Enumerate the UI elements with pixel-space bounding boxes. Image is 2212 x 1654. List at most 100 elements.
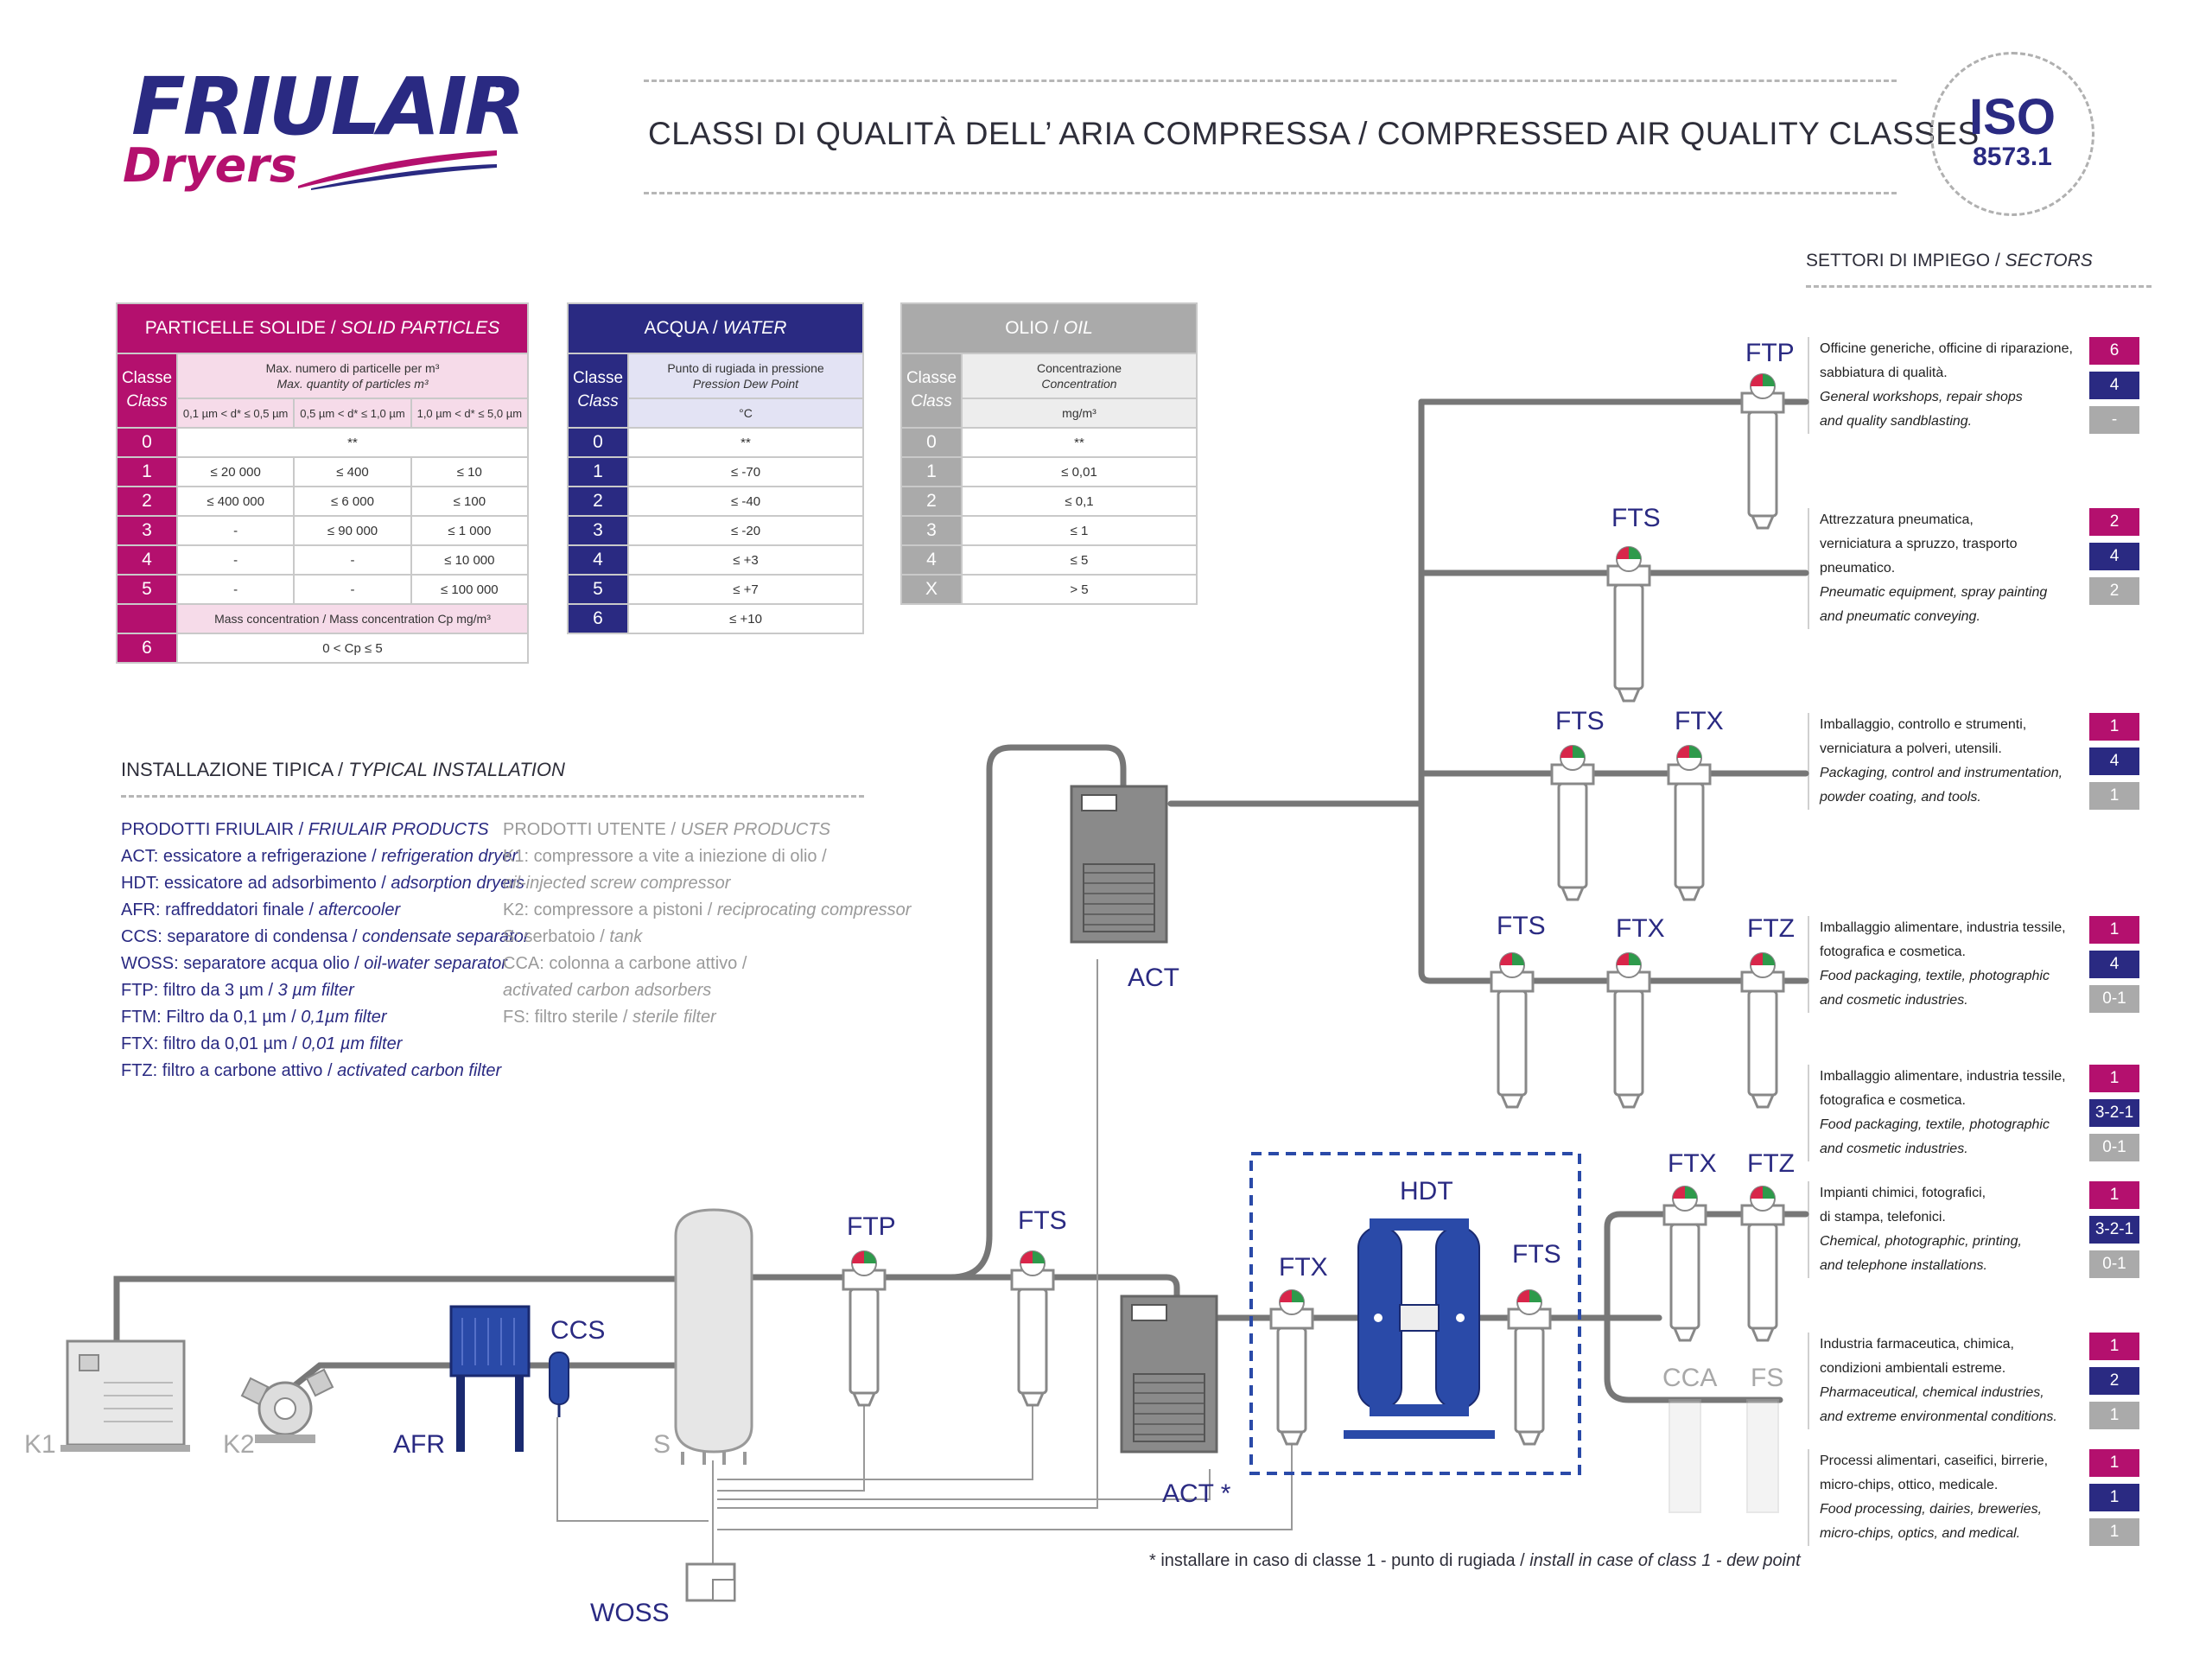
label-hdt: HDT bbox=[1400, 1177, 1453, 1206]
list-item: S: serbatoio / tank bbox=[503, 927, 643, 946]
ftz-filter-icon bbox=[1740, 1185, 1785, 1342]
table-row: 3≤ -20 bbox=[567, 515, 864, 546]
oil-class-badge: 0-1 bbox=[2089, 985, 2139, 1013]
logo-subtitle: Dryers bbox=[123, 138, 298, 193]
label-ftx: FTX bbox=[1668, 1149, 1717, 1178]
act-dryer-icon bbox=[1070, 785, 1168, 944]
list-item: CCA: colonna a carbone attivo / bbox=[503, 954, 747, 973]
label-ftp: FTP bbox=[847, 1212, 896, 1241]
table-row: X> 5 bbox=[900, 574, 1198, 605]
water-class-badge: 1 bbox=[2089, 1484, 2139, 1511]
ccs-separator-icon bbox=[549, 1352, 569, 1417]
list-item: K1: compressore a vite a iniezione di ol… bbox=[503, 847, 827, 866]
mass-concentration-label: Mass concentration / Mass concentration … bbox=[176, 603, 529, 634]
iso-badge-title: ISO bbox=[1969, 89, 2056, 145]
act-star-dryer-icon bbox=[1120, 1295, 1218, 1454]
label-ftx: FTX bbox=[1675, 707, 1724, 735]
legend-heading: PRODOTTI UTENTE / USER PRODUCTS bbox=[503, 820, 830, 839]
table-row: 5≤ +7 bbox=[567, 574, 864, 605]
table-row: 2≤ 0,1 bbox=[900, 486, 1198, 517]
ftx-filter-icon bbox=[1667, 744, 1712, 901]
list-item: AFR: raffreddatori finale / aftercooler bbox=[121, 900, 401, 919]
table-header: ACQUA / WATER bbox=[567, 302, 864, 354]
sector-item: Imballaggio alimentare, industria tessil… bbox=[1808, 916, 2093, 1013]
cca-adsorber-icon bbox=[1669, 1399, 1701, 1513]
list-item: ACT: essicatore a refrigerazione / refri… bbox=[121, 847, 518, 866]
oil-class-badge: 1 bbox=[2089, 1518, 2139, 1546]
iso-badge: ISO 8573.1 bbox=[1930, 52, 2094, 216]
label-afr: AFR bbox=[393, 1430, 445, 1459]
unit-celsius: °C bbox=[627, 398, 864, 429]
particles-class-badge: 1 bbox=[2089, 1333, 2139, 1360]
friulair-products-legend: PRODOTTI FRIULAIR / FRIULAIR PRODUCTS AC… bbox=[121, 817, 530, 1085]
table-row: 2 ≤ 400 000≤ 6 000≤ 100 bbox=[116, 486, 530, 517]
table-header: PARTICELLE SOLIDE / SOLID PARTICLES bbox=[116, 302, 529, 354]
particles-class-badge: 1 bbox=[2089, 1449, 2139, 1477]
list-item: K2: compressore a pistoni / reciprocatin… bbox=[503, 900, 912, 919]
table-solid-particles: PARTICELLE SOLIDE / SOLID PARTICLES Clas… bbox=[116, 302, 530, 664]
logo-swoosh-icon bbox=[298, 150, 497, 190]
woss-separator-icon bbox=[685, 1562, 736, 1602]
table-row: 6 0 < Cp ≤ 5 bbox=[116, 633, 529, 664]
ftx-filter-icon bbox=[1606, 951, 1651, 1109]
water-class-badge: 2 bbox=[2089, 1367, 2139, 1395]
table-row: 0** bbox=[567, 427, 864, 458]
water-class-badge: 4 bbox=[2089, 372, 2139, 399]
label-ftx: FTX bbox=[1279, 1253, 1328, 1282]
list-item: FS: filtro sterile / sterile filter bbox=[503, 1008, 716, 1027]
legend-heading: PRODOTTI FRIULAIR / FRIULAIR PRODUCTS bbox=[121, 820, 489, 839]
footnote: * installare in caso di classe 1 - punto… bbox=[1149, 1551, 1801, 1570]
list-item: oil-injected screw compressor bbox=[503, 874, 731, 893]
particles-class-badge: 6 bbox=[2089, 337, 2139, 365]
logo-wordmark: FRIULAIR bbox=[131, 60, 526, 153]
page-title: CLASSI DI QUALITÀ DELL’ ARIA COMPRESSA /… bbox=[648, 116, 1980, 151]
label-fts: FTS bbox=[1512, 1240, 1561, 1269]
table-header: OLIO / OIL bbox=[900, 302, 1198, 354]
oil-class-badge: - bbox=[2089, 406, 2139, 434]
logo-registered-mark: ® bbox=[493, 76, 503, 91]
hdt-dryer-icon bbox=[1249, 1152, 1581, 1475]
table-row: 0** bbox=[900, 427, 1198, 458]
list-item: HDT: essicatore ad adsorbimento / adsorp… bbox=[121, 874, 524, 893]
label-fts: FTS bbox=[1497, 912, 1546, 940]
label-ftz: FTZ bbox=[1747, 914, 1795, 943]
label-fs: FS bbox=[1751, 1364, 1784, 1392]
sector-item: Officine generiche, officine di riparazi… bbox=[1808, 337, 2093, 434]
oil-class-badge: 0-1 bbox=[2089, 1134, 2139, 1161]
fts-filter-icon bbox=[1507, 1288, 1552, 1446]
oil-class-badge: 0-1 bbox=[2089, 1250, 2139, 1278]
fts-filter-icon bbox=[1550, 744, 1595, 901]
tank-icon bbox=[674, 1208, 753, 1465]
table-row: 3≤ 1 bbox=[900, 515, 1198, 546]
label-ftx: FTX bbox=[1616, 914, 1665, 943]
water-class-badge: 4 bbox=[2089, 747, 2139, 775]
label-ftp: FTP bbox=[1745, 339, 1795, 367]
label-ccs: CCS bbox=[550, 1316, 606, 1345]
header-divider-bottom bbox=[644, 192, 1897, 194]
table-row: 0 ** bbox=[116, 427, 529, 458]
fts-filter-icon bbox=[1010, 1250, 1055, 1407]
water-class-badge: 4 bbox=[2089, 951, 2139, 978]
list-item: WOSS: separatore acqua olio / oil-water … bbox=[121, 954, 507, 973]
table-row: 1≤ -70 bbox=[567, 456, 864, 487]
table-row: 4≤ +3 bbox=[567, 544, 864, 576]
sector-item: Attrezzatura pneumatica,verniciatura a s… bbox=[1808, 508, 2093, 629]
table-row: 1 ≤ 20 000≤ 400≤ 10 bbox=[116, 456, 530, 487]
oil-class-badge: 1 bbox=[2089, 1402, 2139, 1429]
particles-class-badge: 1 bbox=[2089, 1065, 2139, 1092]
particles-class-badge: 2 bbox=[2089, 508, 2139, 536]
label-fts: FTS bbox=[1018, 1206, 1067, 1235]
fs-sterile-filter-icon bbox=[1746, 1399, 1779, 1513]
label-ftz: FTZ bbox=[1747, 1149, 1795, 1178]
installation-divider bbox=[121, 795, 864, 798]
table-row: 6≤ +10 bbox=[567, 603, 864, 634]
k1-compressor-icon bbox=[60, 1339, 190, 1452]
label-s: S bbox=[653, 1430, 671, 1459]
sector-item: Industria farmaceutica, chimica,condizio… bbox=[1808, 1333, 2093, 1429]
particles-class-badge: 1 bbox=[2089, 713, 2139, 741]
